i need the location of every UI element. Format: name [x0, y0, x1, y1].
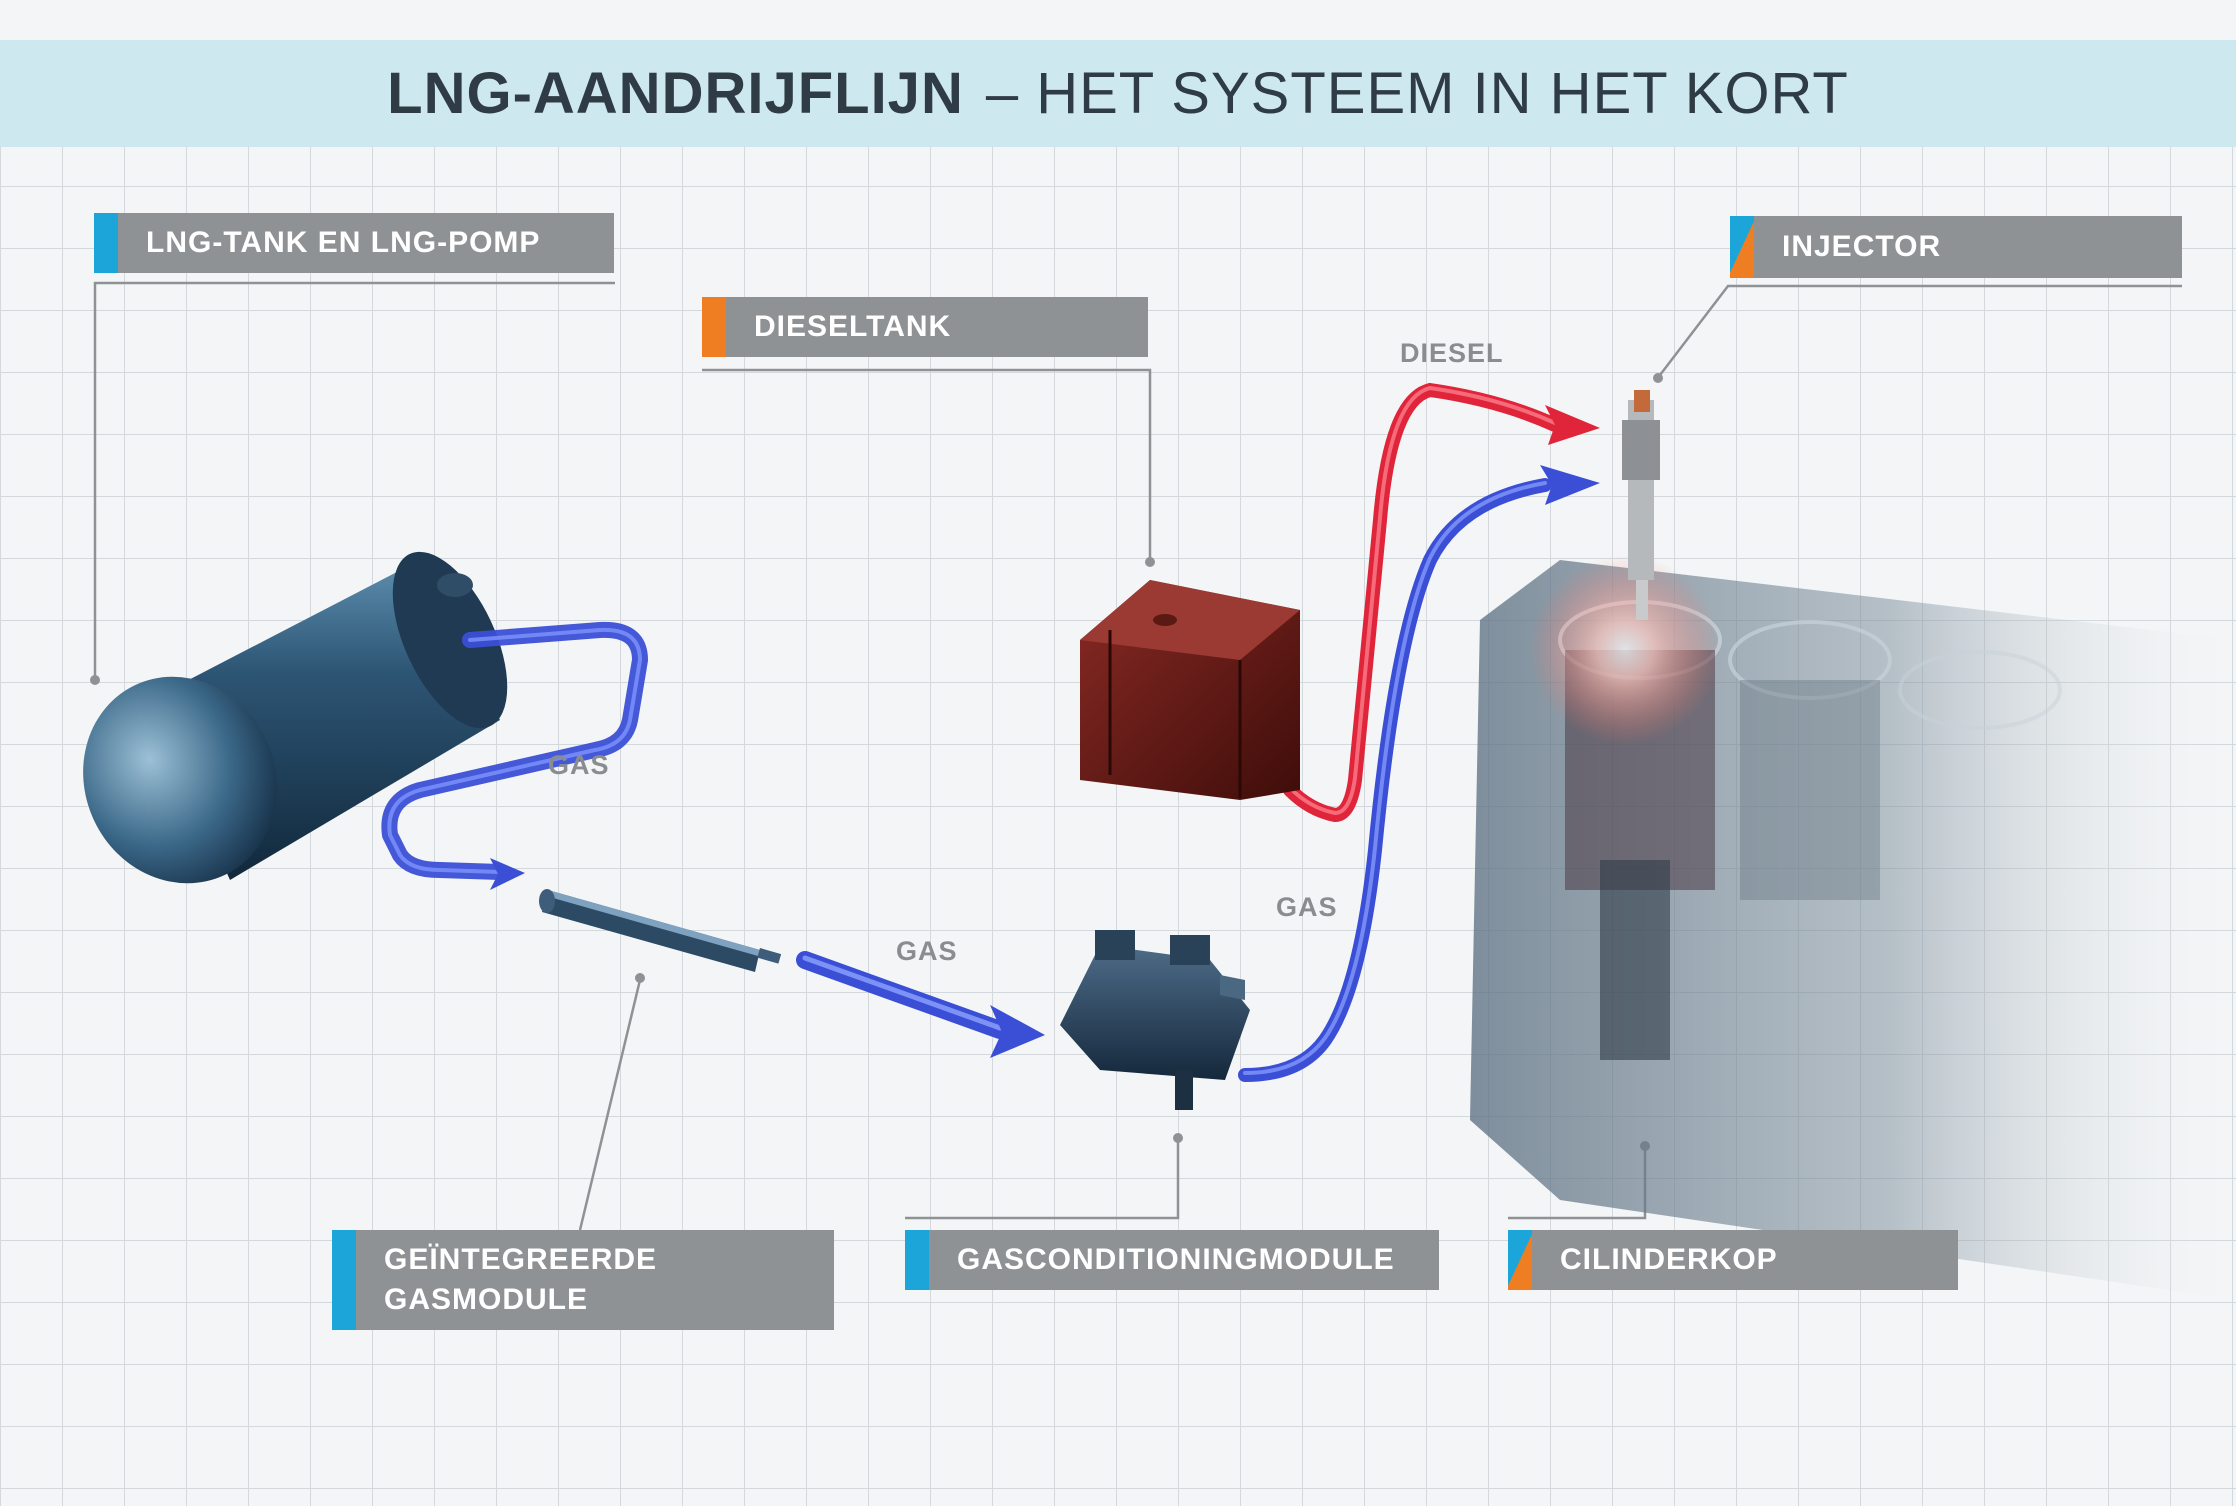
callout-stripe: [905, 1230, 929, 1290]
flow-label-gas-3: GAS: [1276, 892, 1338, 923]
dieseltank-illustration: [1080, 580, 1300, 800]
callout-gasmodule: GEÏNTEGREERDE GASMODULE: [332, 1230, 834, 1330]
callout-label: CILINDERKOP: [1508, 1240, 1778, 1280]
page-title: LNG-AANDRIJFLIJN – HET SYSTEEM IN HET KO…: [0, 40, 2236, 147]
flow-label-gas-2: GAS: [896, 936, 958, 967]
callout-cilinderkop: CILINDERKOP: [1508, 1230, 1958, 1290]
callout-stripe: [332, 1230, 356, 1330]
callout-stripe: [702, 297, 726, 357]
callout-label-line1: GEÏNTEGREERDE: [384, 1240, 657, 1280]
callout-injector: INJECTOR: [1730, 216, 2182, 278]
callout-label: INJECTOR: [1730, 227, 1941, 267]
flow-label-gas-1: GAS: [548, 750, 610, 781]
callout-dieseltank: DIESELTANK: [702, 297, 1148, 357]
callout-label: LNG-TANK EN LNG-POMP: [94, 223, 540, 263]
callout-label: GASCONDITIONINGMODULE: [905, 1240, 1395, 1280]
engine-block-illustration: [1470, 555, 2236, 1300]
title-bold: LNG-AANDRIJFLIJN: [387, 60, 964, 127]
callout-label: GEÏNTEGREERDE GASMODULE: [332, 1240, 657, 1320]
callout-stripe: [1730, 216, 1754, 278]
callout-lng-tank: LNG-TANK EN LNG-POMP: [94, 213, 614, 273]
callout-label: DIESELTANK: [702, 307, 951, 347]
title-light: – HET SYSTEEM IN HET KORT: [986, 60, 1849, 127]
flow-label-diesel: DIESEL: [1400, 338, 1504, 369]
callout-stripe: [1508, 1230, 1532, 1290]
callout-gasconditioning: GASCONDITIONINGMODULE: [905, 1230, 1439, 1290]
callout-stripe: [94, 213, 118, 273]
callout-label-line2: GASMODULE: [384, 1280, 657, 1320]
